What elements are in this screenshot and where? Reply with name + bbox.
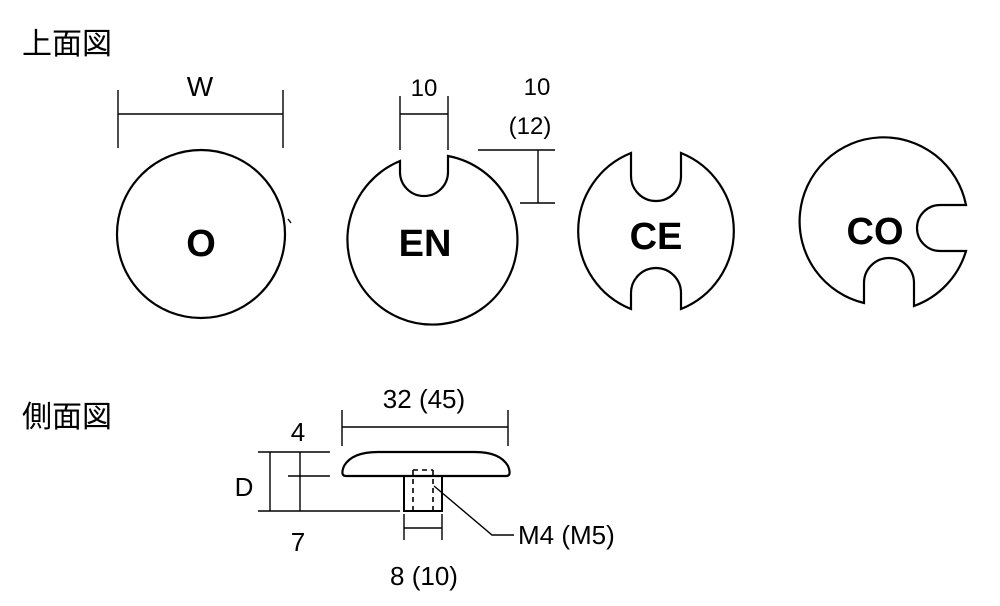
screw-label: M4 (M5) bbox=[518, 520, 615, 550]
stray-mark bbox=[287, 218, 292, 224]
shape-co: CO bbox=[798, 136, 968, 308]
screw-hole bbox=[412, 469, 434, 511]
slot-width-dimension: 10 bbox=[399, 75, 449, 150]
shape-en-code: EN bbox=[399, 223, 452, 265]
shape-ce-outline bbox=[577, 151, 735, 311]
length-dimension: 32 (45) bbox=[341, 384, 509, 446]
shape-o-code: O bbox=[186, 223, 216, 265]
head-label: 4 bbox=[291, 417, 305, 447]
shape-co-outline bbox=[798, 136, 968, 308]
slot-depth-dimension: 10 (12) bbox=[478, 74, 555, 204]
slot-width-label: 10 bbox=[411, 75, 438, 102]
shape-en-outline bbox=[346, 154, 519, 326]
length-label: 32 (45) bbox=[383, 384, 465, 414]
side-view-title: 側面図 bbox=[22, 400, 112, 435]
screw-leader: M4 (M5) bbox=[433, 485, 615, 550]
slot-depth-alt-label: (12) bbox=[509, 113, 552, 140]
button-shank bbox=[403, 476, 443, 512]
shank-width-label: 8 (10) bbox=[390, 561, 458, 591]
shape-ce: CE bbox=[577, 151, 735, 311]
width-label: W bbox=[187, 71, 214, 102]
shape-en: EN bbox=[346, 154, 519, 326]
shank-width-dimension: 8 (10) bbox=[390, 514, 458, 591]
shape-co-code: CO bbox=[847, 211, 904, 253]
depth-dimension: D 4 7 bbox=[235, 417, 400, 557]
shape-o: O bbox=[115, 148, 287, 320]
button-head bbox=[341, 450, 511, 478]
slot-depth-label: 10 bbox=[524, 74, 551, 101]
top-view-title: 上面図 bbox=[22, 27, 112, 62]
depth-label: D bbox=[235, 472, 254, 502]
shape-ce-code: CE bbox=[630, 216, 683, 258]
shank-label: 7 bbox=[291, 527, 305, 557]
width-dimension: W bbox=[117, 71, 284, 148]
side-view-part bbox=[341, 450, 511, 512]
shape-o-outline bbox=[115, 148, 287, 320]
